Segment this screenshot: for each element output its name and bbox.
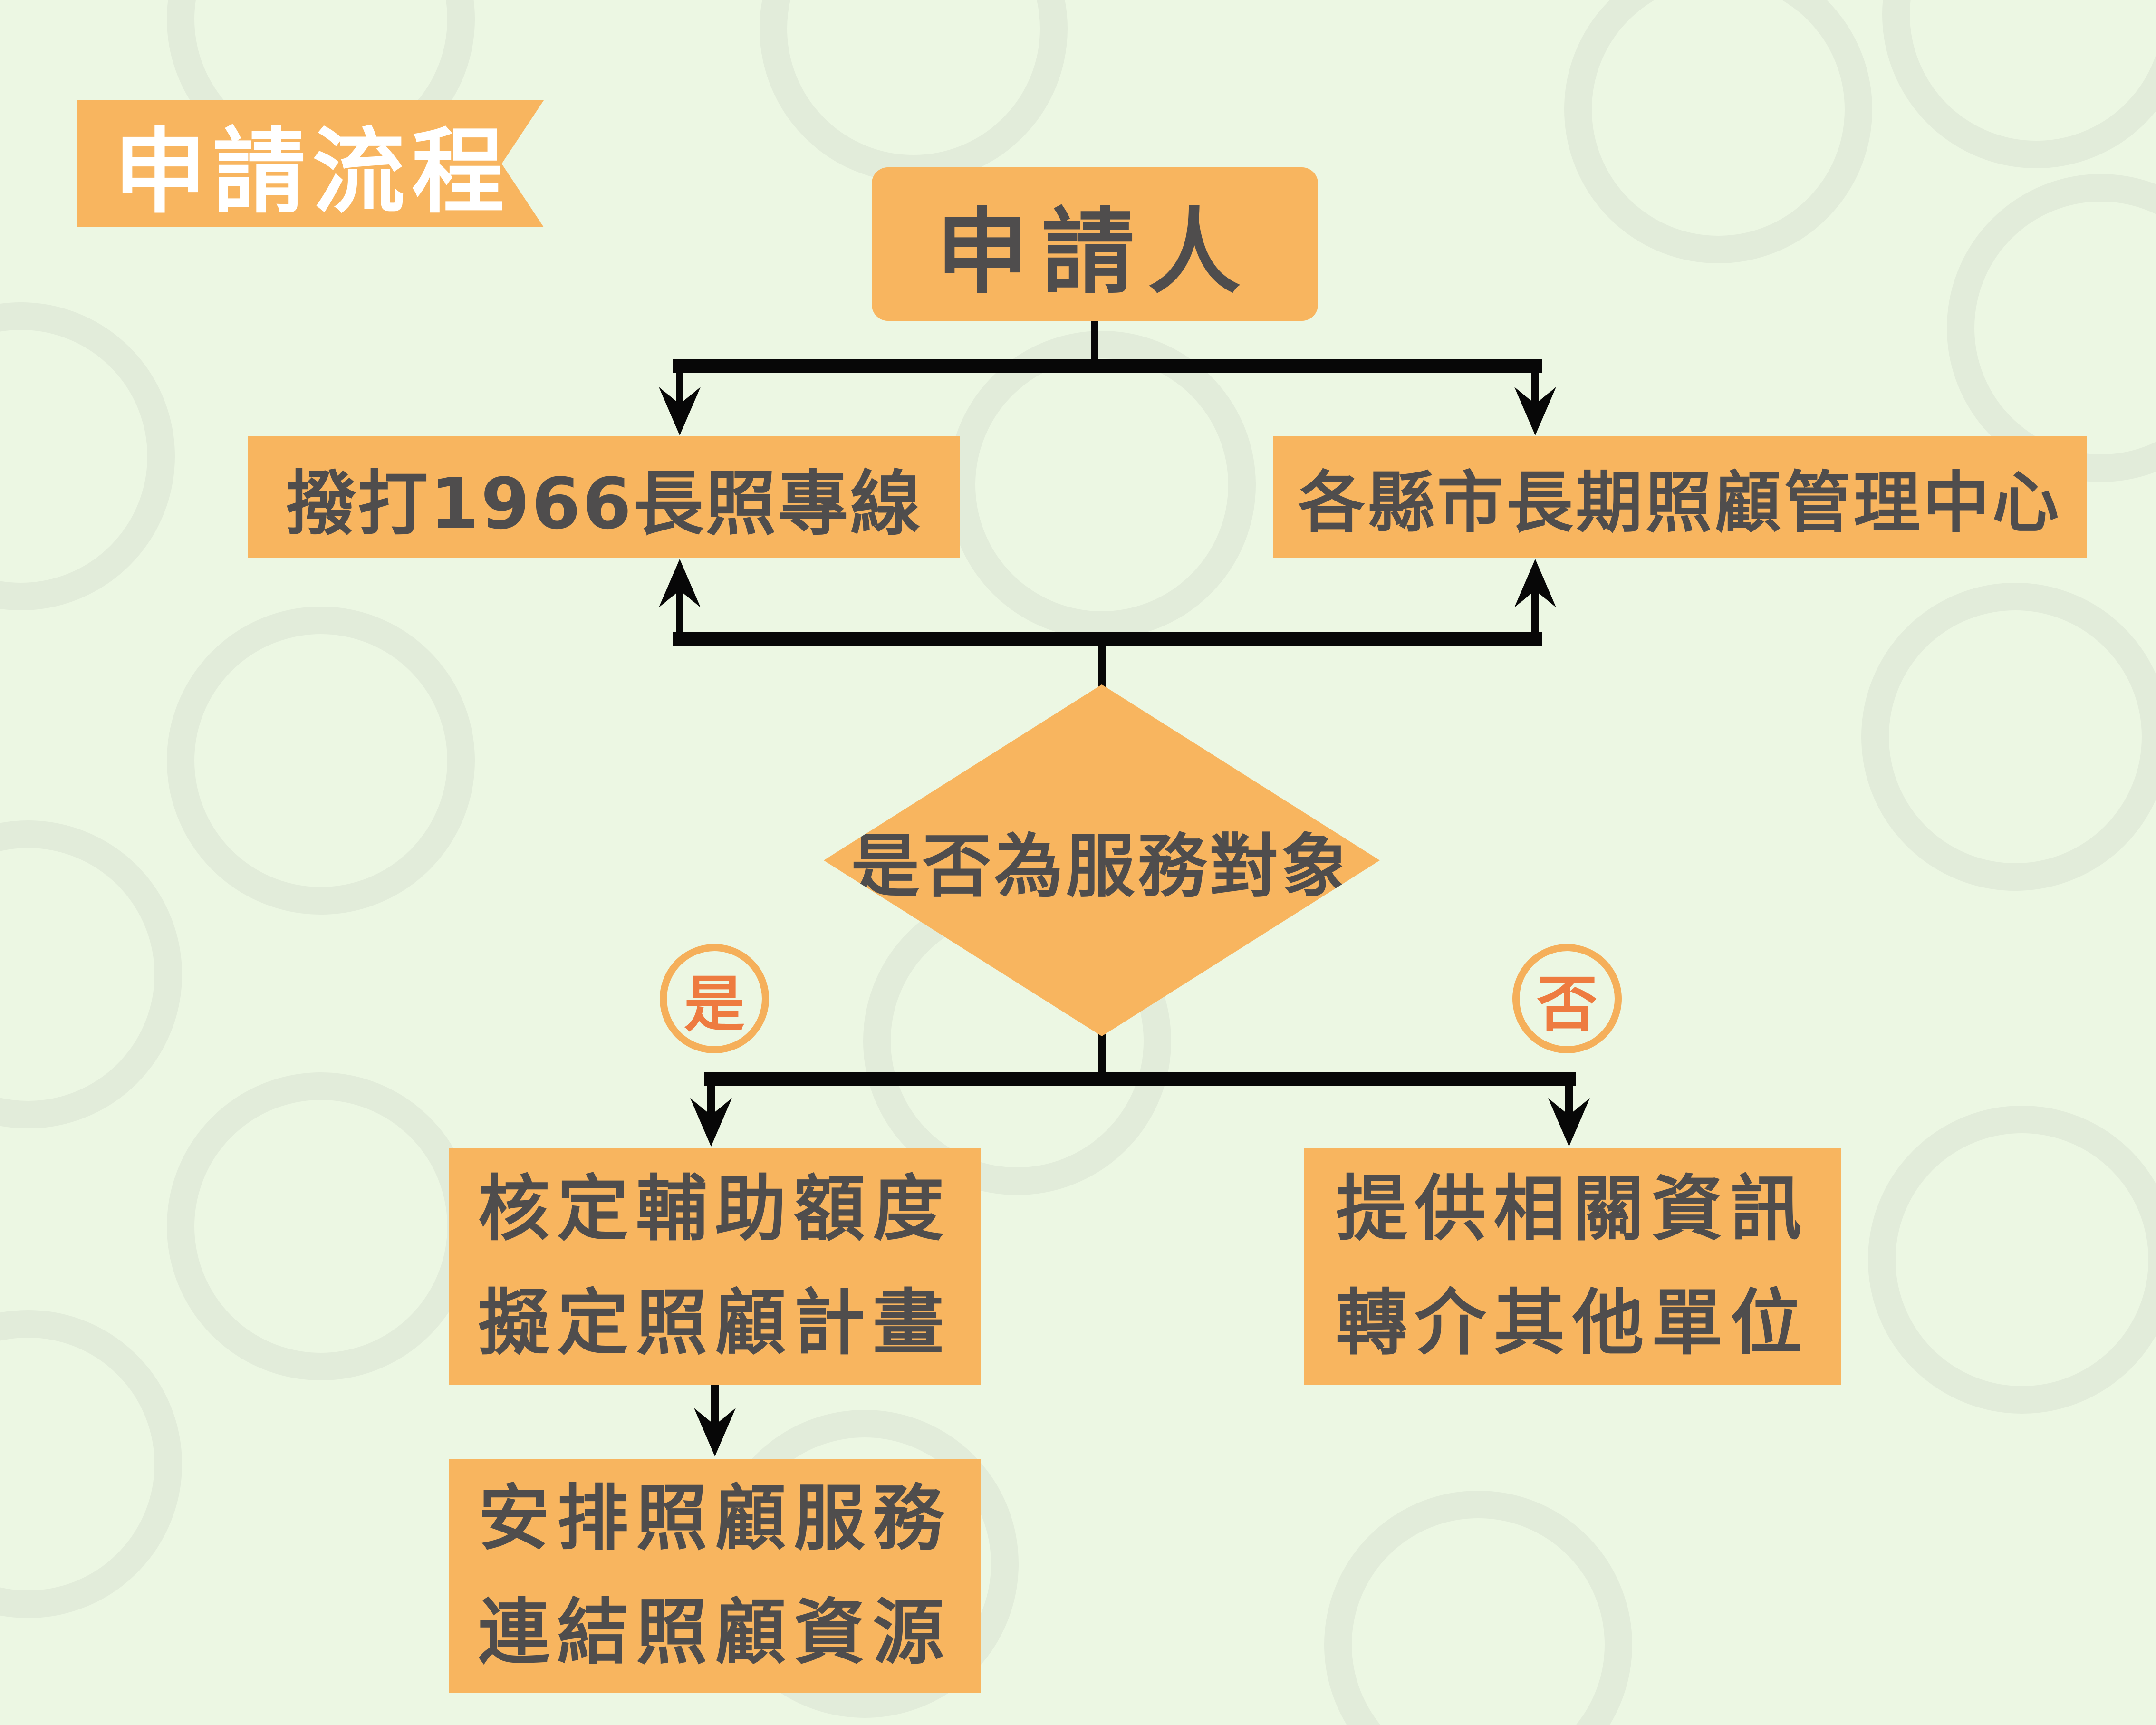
node-applicant-label: 申請人 [936,198,1254,306]
page-title: 申請流程 [114,117,511,226]
no-badge-label: 否 [1536,969,1598,1040]
title-banner-ribbon: 申請流程 [77,100,544,227]
yes-badge: 是 [660,944,769,1053]
no-badge: 否 [1512,944,1622,1053]
node-care-center-label: 各縣市長期照顧管理中心 [1298,464,2062,542]
node-arrange-care-service: 安排照顧服務 連結照顧資源 [449,1459,981,1693]
arrange-line2: 連結照顧資源 [478,1591,952,1674]
arrowhead-into-arrange [694,1408,736,1456]
node-hotline-label: 撥打1966長照專線 [285,463,923,545]
approve-line2: 擬定照顧計畫 [478,1282,952,1365]
refer-line1: 提供相關資訊 [1336,1168,1810,1251]
arrowhead-up-center [1514,559,1556,607]
node-applicant: 申請人 [872,167,1318,321]
yes-badge-label: 是 [683,969,745,1040]
arrowhead-up-hotline [659,559,701,607]
approve-line1: 核定輔助額度 [478,1168,952,1251]
arrowhead-into-center [1514,387,1556,435]
node-approve-subsidy-plan: 核定輔助額度 擬定照顧計畫 [449,1148,981,1385]
refer-line2: 轉介其他單位 [1336,1282,1810,1365]
node-care-management-center: 各縣市長期照顧管理中心 [1273,436,2087,558]
arrowhead-into-refer [1548,1098,1590,1147]
arrowhead-into-hotline [659,387,701,435]
node-hotline-1966: 撥打1966長照專線 [248,436,960,558]
arrange-line1: 安排照顧服務 [478,1477,952,1560]
decision-label: 是否為服務對象 [850,827,1353,907]
arrowhead-into-approve [690,1098,732,1147]
node-provide-info-refer: 提供相關資訊 轉介其他單位 [1304,1148,1841,1385]
connectors [659,319,1590,1456]
